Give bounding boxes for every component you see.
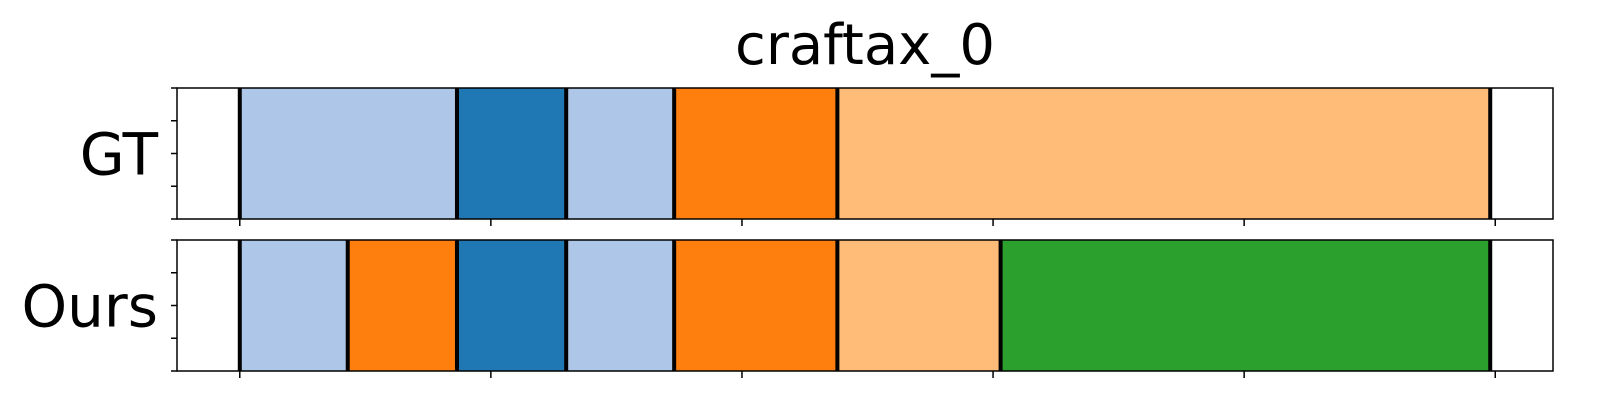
- segment-ours-6: [837, 240, 1001, 371]
- segment-gt-6: [1490, 88, 1553, 219]
- segment-ours-2: [347, 240, 457, 371]
- segment-gt-4: [674, 88, 838, 219]
- segment-ours-8: [1490, 240, 1553, 371]
- segment-ours-7: [1000, 240, 1491, 371]
- segment-ours-3: [456, 240, 567, 371]
- segment-ours-0: [177, 240, 240, 371]
- chart-title: craftax_0: [735, 13, 995, 78]
- segment-gt-0: [177, 88, 240, 219]
- row-ours: Ours: [22, 239, 1554, 378]
- segment-ours-1: [239, 240, 348, 371]
- segment-ours-5: [674, 240, 838, 371]
- segment-gt-1: [239, 88, 457, 219]
- row-label-ours: Ours: [22, 273, 158, 341]
- row-gt: GT: [80, 87, 1554, 226]
- row-label-gt: GT: [80, 121, 159, 189]
- segment-gt-3: [566, 88, 675, 219]
- segment-gt-2: [456, 88, 567, 219]
- rows-layer: GT Ours: [22, 87, 1554, 378]
- segment-ours-4: [566, 240, 675, 371]
- segment-gt-5: [837, 88, 1491, 219]
